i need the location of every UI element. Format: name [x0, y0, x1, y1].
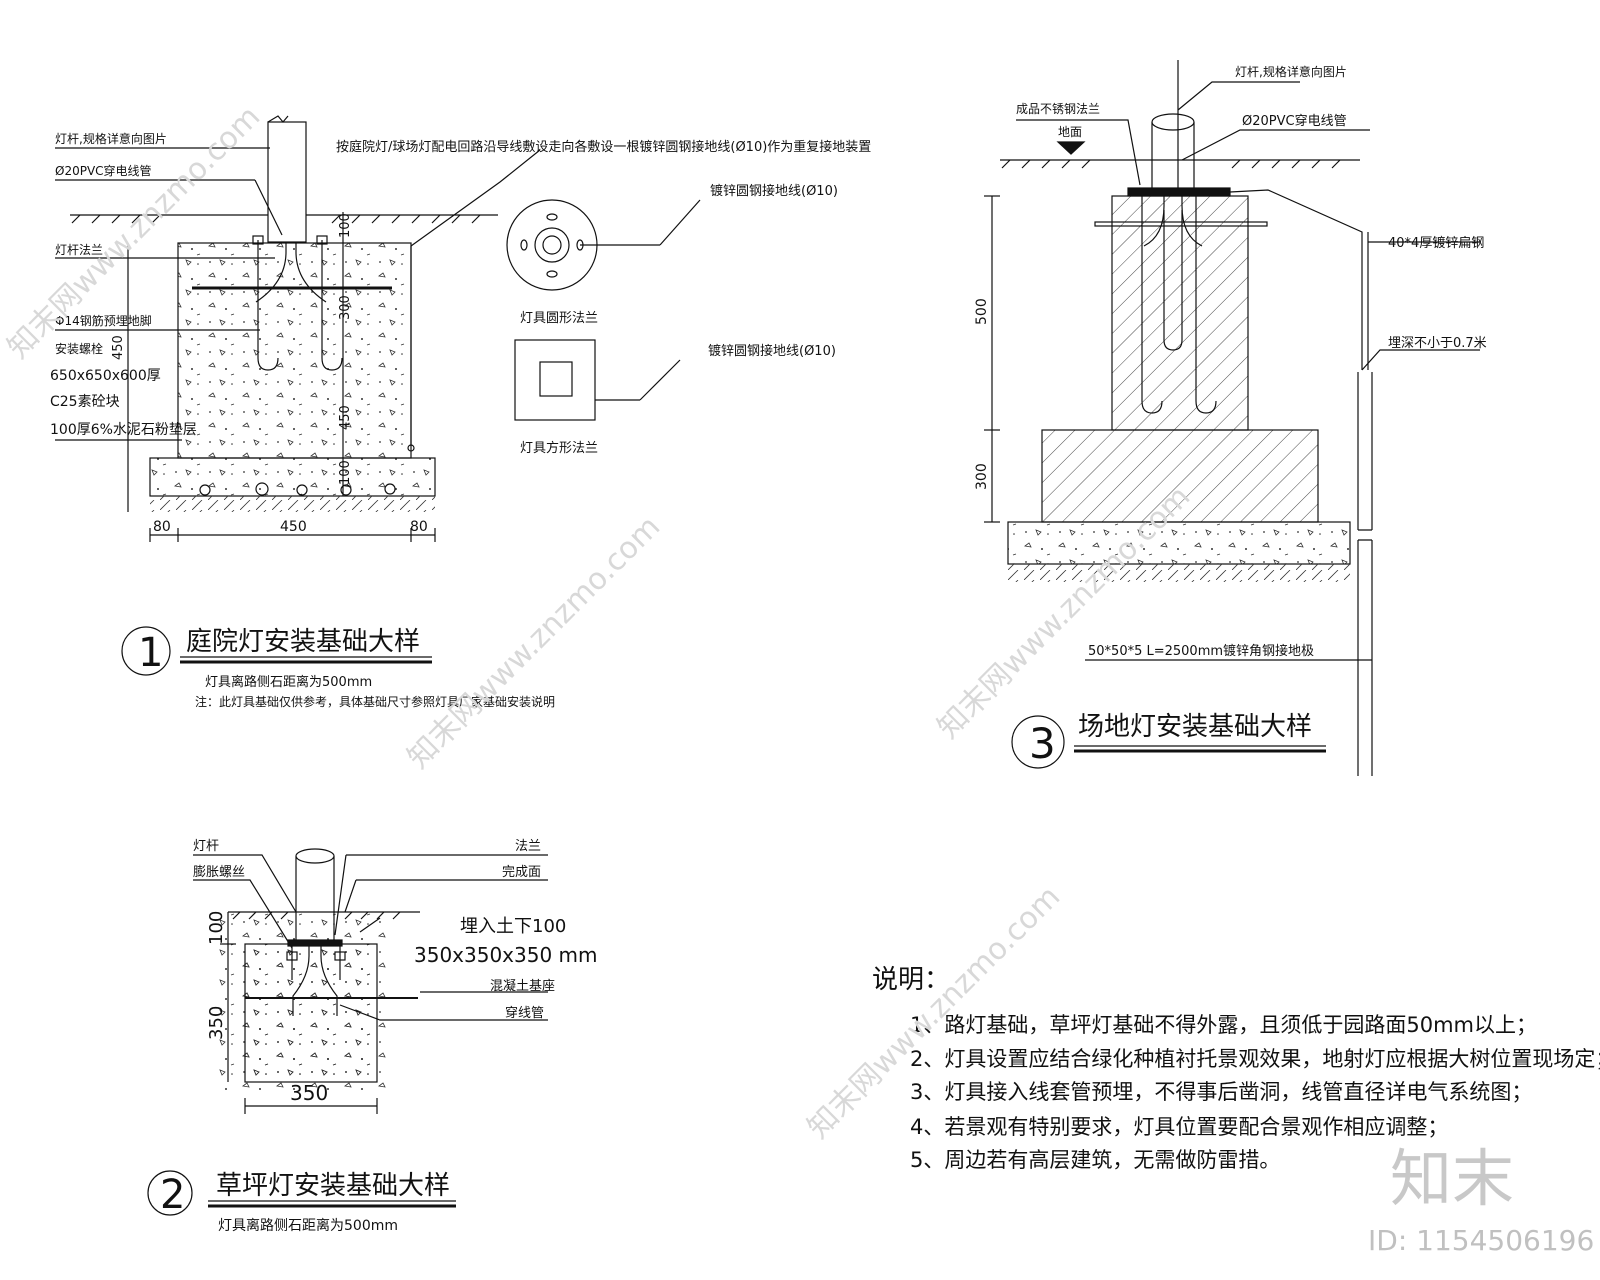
d1-dim-100: 100 — [338, 213, 353, 238]
d1-bolt-label-1: Φ14钢筋预埋地脚 — [55, 313, 152, 328]
d1-note2: 注：此灯具基础仅供参考，具体基础尺寸参照灯具厂家基础安装说明 — [195, 694, 555, 709]
d2-buried: 埋入土下100 — [460, 916, 566, 937]
d2-finish: 完成面 — [502, 865, 541, 880]
d3-dim-500: 500 — [974, 298, 990, 325]
d1-dim-300: 300 — [338, 295, 353, 320]
d1-concrete: C25素砼块 — [50, 394, 120, 410]
d1-dim-100b: 100 — [338, 460, 353, 485]
d1-note1: 灯具离路侧石距离为500mm — [205, 674, 372, 690]
diagram-lawn-lamp — [147, 848, 548, 1216]
d3-flat-steel: 40*4厚镀锌扁钢 — [1388, 235, 1484, 251]
d2-size: 350x350x350 mm — [414, 943, 598, 967]
d2-title: 草坪灯安装基础大样 — [216, 1171, 450, 1201]
d1-round-ground: 镀锌圆钢接地线(Ø10) — [710, 183, 838, 199]
d1-ground-note: 按庭院灯/球场灯配电回路沿导线敷设走向各敷设一根镀锌圆钢接地线(Ø10)作为重复… — [336, 139, 871, 155]
d3-number: 3 — [1029, 719, 1056, 768]
note-item-5: 5、周边若有高层建筑，无需做防雷措。 — [910, 1148, 1280, 1172]
d1-pvc-label: Ø20PVC穿电线管 — [55, 163, 152, 178]
d2-pole: 灯杆 — [193, 839, 219, 854]
diagram-1-text: 灯杆,规格详意向图片 Ø20PVC穿电线管 灯杆法兰 Φ14钢筋预埋地脚 安装螺… — [50, 131, 871, 709]
d2-dim-350h: 350 — [290, 1081, 328, 1105]
d1-square-flange: 灯具方形法兰 — [520, 440, 598, 456]
d1-cushion: 100厚6%水泥石粉垫层 — [50, 422, 197, 438]
diagram-courtyard-lamp — [55, 115, 701, 676]
d3-dim-300: 300 — [974, 463, 990, 490]
d3-ground: 地面 — [1058, 125, 1082, 139]
d2-pipe: 穿线管 — [505, 1005, 544, 1021]
diagram-2-text: 灯杆 膨胀螺丝 法兰 完成面 埋入土下100 350x350x350 mm 混凝… — [160, 839, 598, 1234]
notes-heading: 说明： — [872, 965, 950, 995]
d1-dim-80r: 80 — [410, 519, 428, 535]
d2-dim-350v: 350 — [206, 1006, 227, 1040]
d1-dim-450v: 450 — [111, 335, 126, 360]
d3-pvc: Ø20PVC穿电线管 — [1242, 113, 1347, 129]
d1-bolt-label-2: 安装螺栓 — [55, 341, 103, 356]
d3-title: 场地灯安装基础大样 — [1078, 712, 1312, 742]
d3-flange: 成品不锈钢法兰 — [1016, 102, 1100, 116]
d2-number: 2 — [160, 1172, 185, 1218]
d1-number: 1 — [138, 630, 163, 676]
note-item-4: 4、若景观有特别要求，灯具位置要配合景观作相应调整； — [910, 1115, 1448, 1139]
d2-base: 混凝土基座 — [490, 978, 555, 994]
diagram-field-lamp — [984, 60, 1480, 776]
note-item-3: 3、灯具接入线套管预埋，不得事后凿洞，线管直径详电气系统图； — [910, 1080, 1532, 1104]
d2-dim-100: 100 — [206, 911, 227, 945]
d1-dim-80l: 80 — [153, 519, 171, 535]
d1-dim-450v2: 450 — [338, 405, 353, 430]
d1-pole-label: 灯杆,规格详意向图片 — [55, 131, 167, 146]
note-item-1: 1、路灯基础，草坪灯基础不得外露，且须低于园路面50mm以上； — [910, 1013, 1537, 1037]
watermark-text: 知末网www.znzmo.com — [401, 509, 667, 775]
d2-flange: 法兰 — [515, 839, 541, 854]
d1-round-flange: 灯具圆形法兰 — [520, 311, 598, 326]
d3-angle-steel: 50*50*5 L=2500mm镀锌角钢接地极 — [1088, 643, 1314, 659]
d1-block-size: 650x650x600厚 — [50, 368, 161, 384]
d1-square-ground: 镀锌圆钢接地线(Ø10) — [708, 343, 836, 359]
note-item-2: 2、灯具设置应结合绿化种植衬托景观效果，地射灯应根据大树位置现场定； — [910, 1047, 1600, 1071]
diagram-3-text: 灯杆,规格详意向图片 成品不锈钢法兰 地面 Ø20PVC穿电线管 40*4厚镀锌… — [974, 64, 1487, 768]
d3-depth: 埋深不小于0.7米 — [1388, 336, 1487, 351]
d3-pole: 灯杆,规格详意向图片 — [1235, 64, 1347, 79]
watermark-logo: 知末 — [1390, 1142, 1514, 1215]
d2-note: 灯具离路侧石距离为500mm — [218, 1217, 398, 1234]
d1-title: 庭院灯安装基础大样 — [186, 627, 420, 657]
d1-dim-450h: 450 — [280, 519, 307, 535]
d1-flange-label: 灯杆法兰 — [55, 243, 103, 257]
watermark-id: ID: 1154506196 — [1368, 1224, 1594, 1257]
d2-bolt: 膨胀螺丝 — [193, 865, 245, 880]
notes-block: 说明： 1、路灯基础，草坪灯基础不得外露，且须低于园路面50mm以上； 2、灯具… — [872, 965, 1600, 1172]
